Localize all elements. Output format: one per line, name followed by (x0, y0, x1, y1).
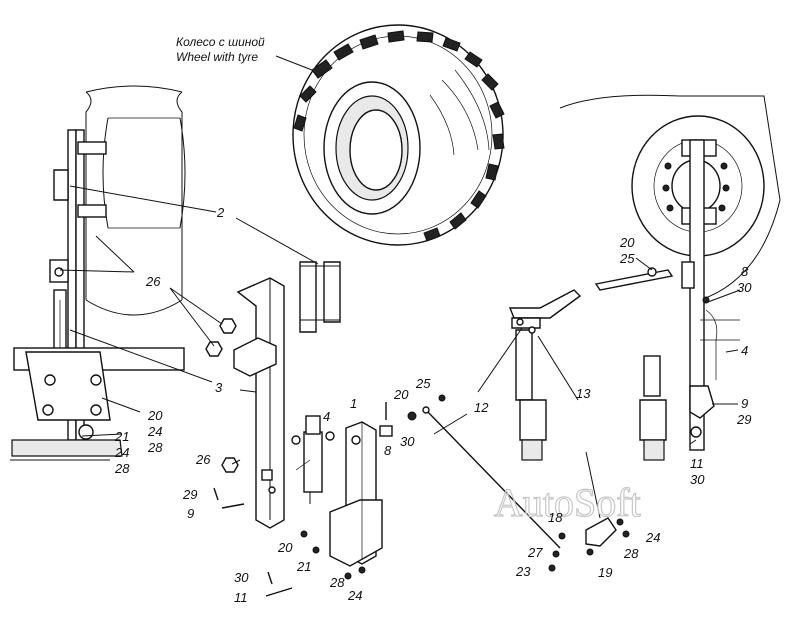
callout-18: 18 (548, 510, 563, 525)
callout-29: 29 (736, 412, 751, 427)
callout-28: 28 (329, 575, 345, 590)
callout-numbers: 2 26 3 20 24 28 21 24 28 26 29 9 4 1 20 … (114, 205, 752, 605)
part-2-bracket (299, 261, 341, 333)
wheel-caption-en: Wheel with tyre (176, 50, 258, 64)
callout-28: 28 (623, 546, 639, 561)
wheel-with-tyre (292, 24, 505, 246)
callout-20: 20 (277, 540, 293, 555)
part-13-bracket (548, 517, 630, 572)
callout-23: 23 (515, 564, 531, 579)
callout-13: 13 (576, 386, 591, 401)
callout-30: 30 (400, 434, 415, 449)
leader-lines (59, 55, 741, 519)
part-4-cylinder (291, 415, 335, 504)
callout-24: 24 (147, 424, 162, 439)
callout-9: 9 (187, 506, 194, 521)
callout-24: 24 (645, 530, 660, 545)
callout-27: 27 (527, 545, 543, 560)
part-1-arm (329, 421, 383, 567)
callout-4: 4 (323, 409, 330, 424)
callout-28: 28 (114, 461, 130, 476)
middle-hanger (508, 289, 582, 461)
callout-21: 21 (114, 429, 129, 444)
callout-11: 11 (234, 590, 248, 605)
callout-26: 26 (195, 452, 211, 467)
callout-25: 25 (415, 376, 431, 391)
callout-4: 4 (741, 343, 748, 358)
fasteners-left (205, 318, 446, 597)
callout-2: 2 (216, 205, 225, 220)
callout-20: 20 (147, 408, 163, 423)
callout-29: 29 (182, 487, 197, 502)
callout-25: 25 (619, 251, 635, 266)
wheel-caption-ru: Колесо с шиной (176, 35, 265, 49)
right-installed-view (559, 94, 781, 461)
callout-12: 12 (474, 400, 489, 415)
callout-30: 30 (690, 472, 705, 487)
callout-24: 24 (347, 588, 362, 603)
callout-24: 24 (114, 445, 129, 460)
watermark: AutoSoft (494, 480, 641, 525)
callout-11: 11 (690, 456, 704, 471)
callout-8: 8 (384, 443, 392, 458)
callout-30: 30 (737, 280, 752, 295)
callout-19: 19 (598, 565, 612, 580)
callout-20: 20 (619, 235, 635, 250)
callout-20: 20 (393, 387, 409, 402)
part-12-rod (422, 406, 561, 549)
part-3-plate (233, 277, 285, 529)
callout-21: 21 (296, 559, 311, 574)
callout-8: 8 (741, 264, 749, 279)
callout-30: 30 (234, 570, 249, 585)
callout-28: 28 (147, 440, 163, 455)
callout-9: 9 (741, 396, 748, 411)
callout-3: 3 (215, 380, 223, 395)
callout-26: 26 (145, 274, 161, 289)
left-installed-view (10, 85, 186, 461)
callout-1: 1 (350, 396, 357, 411)
